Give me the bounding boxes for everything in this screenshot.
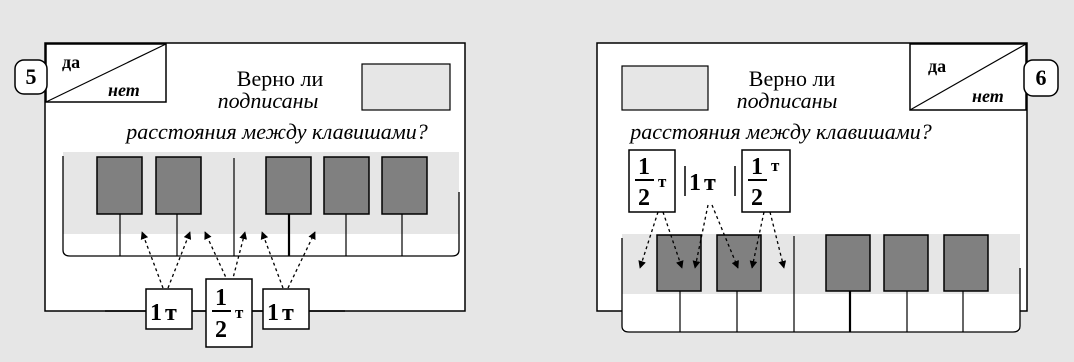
yes-no-box[interactable]: да нет bbox=[910, 44, 1026, 110]
answer-box[interactable] bbox=[362, 64, 450, 110]
piano-keyboard bbox=[63, 152, 459, 256]
question-line-3: расстояния между клавишами? bbox=[628, 119, 932, 144]
yes-no-box[interactable]: да нет bbox=[46, 44, 166, 102]
svg-text:т: т bbox=[282, 300, 294, 326]
black-key bbox=[884, 235, 928, 291]
card-5: да нет 5 Верно ли подписаны расстояния м… bbox=[15, 43, 465, 347]
interval-label-half: 1 2 т bbox=[206, 279, 252, 347]
card-number: 6 bbox=[1036, 65, 1047, 90]
svg-text:т: т bbox=[704, 170, 716, 196]
question-line-2: подписаны bbox=[218, 88, 319, 113]
card-number-badge: 6 bbox=[1024, 60, 1058, 96]
interval-label-whole: 1 т bbox=[146, 289, 192, 329]
black-key bbox=[657, 235, 701, 291]
svg-text:2: 2 bbox=[638, 185, 650, 211]
black-key bbox=[324, 157, 369, 214]
svg-text:1: 1 bbox=[150, 300, 162, 326]
svg-text:1: 1 bbox=[215, 285, 227, 311]
black-key bbox=[944, 235, 988, 291]
interval-label-whole: 1 т bbox=[263, 289, 309, 329]
no-label: нет bbox=[972, 86, 1004, 106]
svg-text:1: 1 bbox=[638, 154, 650, 180]
black-key bbox=[97, 157, 142, 214]
svg-text:т: т bbox=[165, 300, 177, 326]
interval-label-half: 1 2 т bbox=[742, 150, 790, 212]
svg-text:1: 1 bbox=[267, 300, 279, 326]
svg-text:т: т bbox=[771, 156, 780, 175]
interval-label-half: 1 2 т bbox=[629, 150, 675, 212]
black-key bbox=[826, 235, 870, 291]
svg-text:2: 2 bbox=[215, 317, 227, 343]
svg-text:т: т bbox=[235, 303, 244, 322]
card-number-badge: 5 bbox=[15, 60, 47, 94]
yes-label: да bbox=[62, 52, 80, 72]
question-line-3: расстояния между клавишами? bbox=[124, 119, 428, 144]
yes-label: да bbox=[928, 56, 946, 76]
card-number: 5 bbox=[26, 64, 37, 89]
svg-text:1: 1 bbox=[689, 170, 701, 196]
no-label: нет bbox=[108, 80, 140, 100]
answer-box[interactable] bbox=[622, 66, 708, 110]
black-key bbox=[382, 157, 427, 214]
question-line-2: подписаны bbox=[737, 88, 838, 113]
svg-text:т: т bbox=[658, 172, 667, 191]
black-key bbox=[266, 157, 311, 214]
svg-text:1: 1 bbox=[751, 154, 763, 180]
card-6: да нет 6 Верно ли подписаны расстояния м… bbox=[597, 43, 1058, 332]
black-key bbox=[717, 235, 761, 291]
piano-keyboard bbox=[622, 234, 1020, 332]
black-key bbox=[156, 157, 201, 214]
svg-text:2: 2 bbox=[751, 185, 763, 211]
